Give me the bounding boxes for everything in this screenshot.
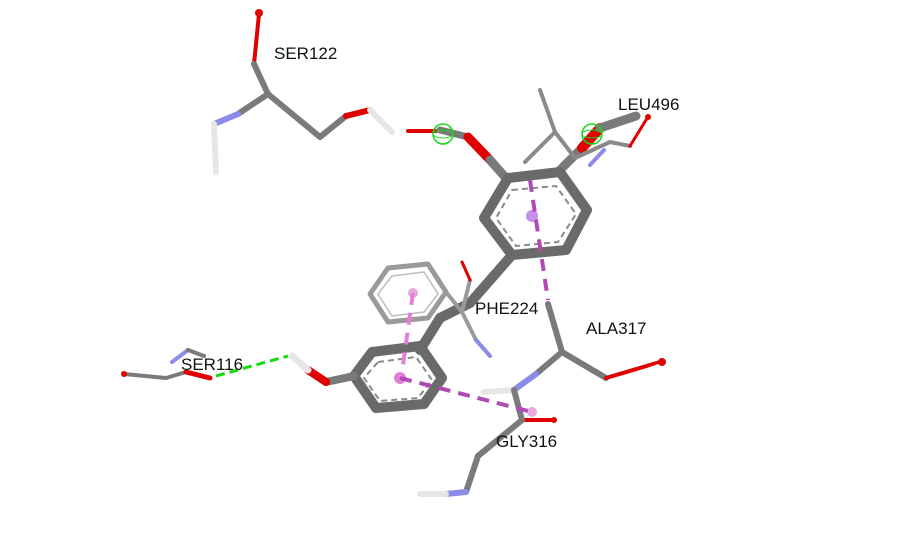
residue-ser116 [121,348,213,381]
residue-phe224 [367,260,492,358]
label-ser116: SER116 [181,355,243,374]
pi-interactions [399,179,550,414]
label-phe224: PHE224 [475,299,538,318]
residue-ser122 [211,9,395,175]
label-gly316: GLY316 [496,432,557,451]
residue-ala317-gly316 [417,301,666,497]
label-ser122: SER122 [274,44,337,63]
hydrogen-bonds [215,354,289,378]
residue-leu496 [523,88,651,167]
label-ala317: ALA317 [586,319,647,338]
hbond-markers [432,123,603,145]
ligand-lower-ring [288,341,447,413]
ligand-upper-ring [479,167,592,260]
label-leu496: LEU496 [618,95,679,114]
